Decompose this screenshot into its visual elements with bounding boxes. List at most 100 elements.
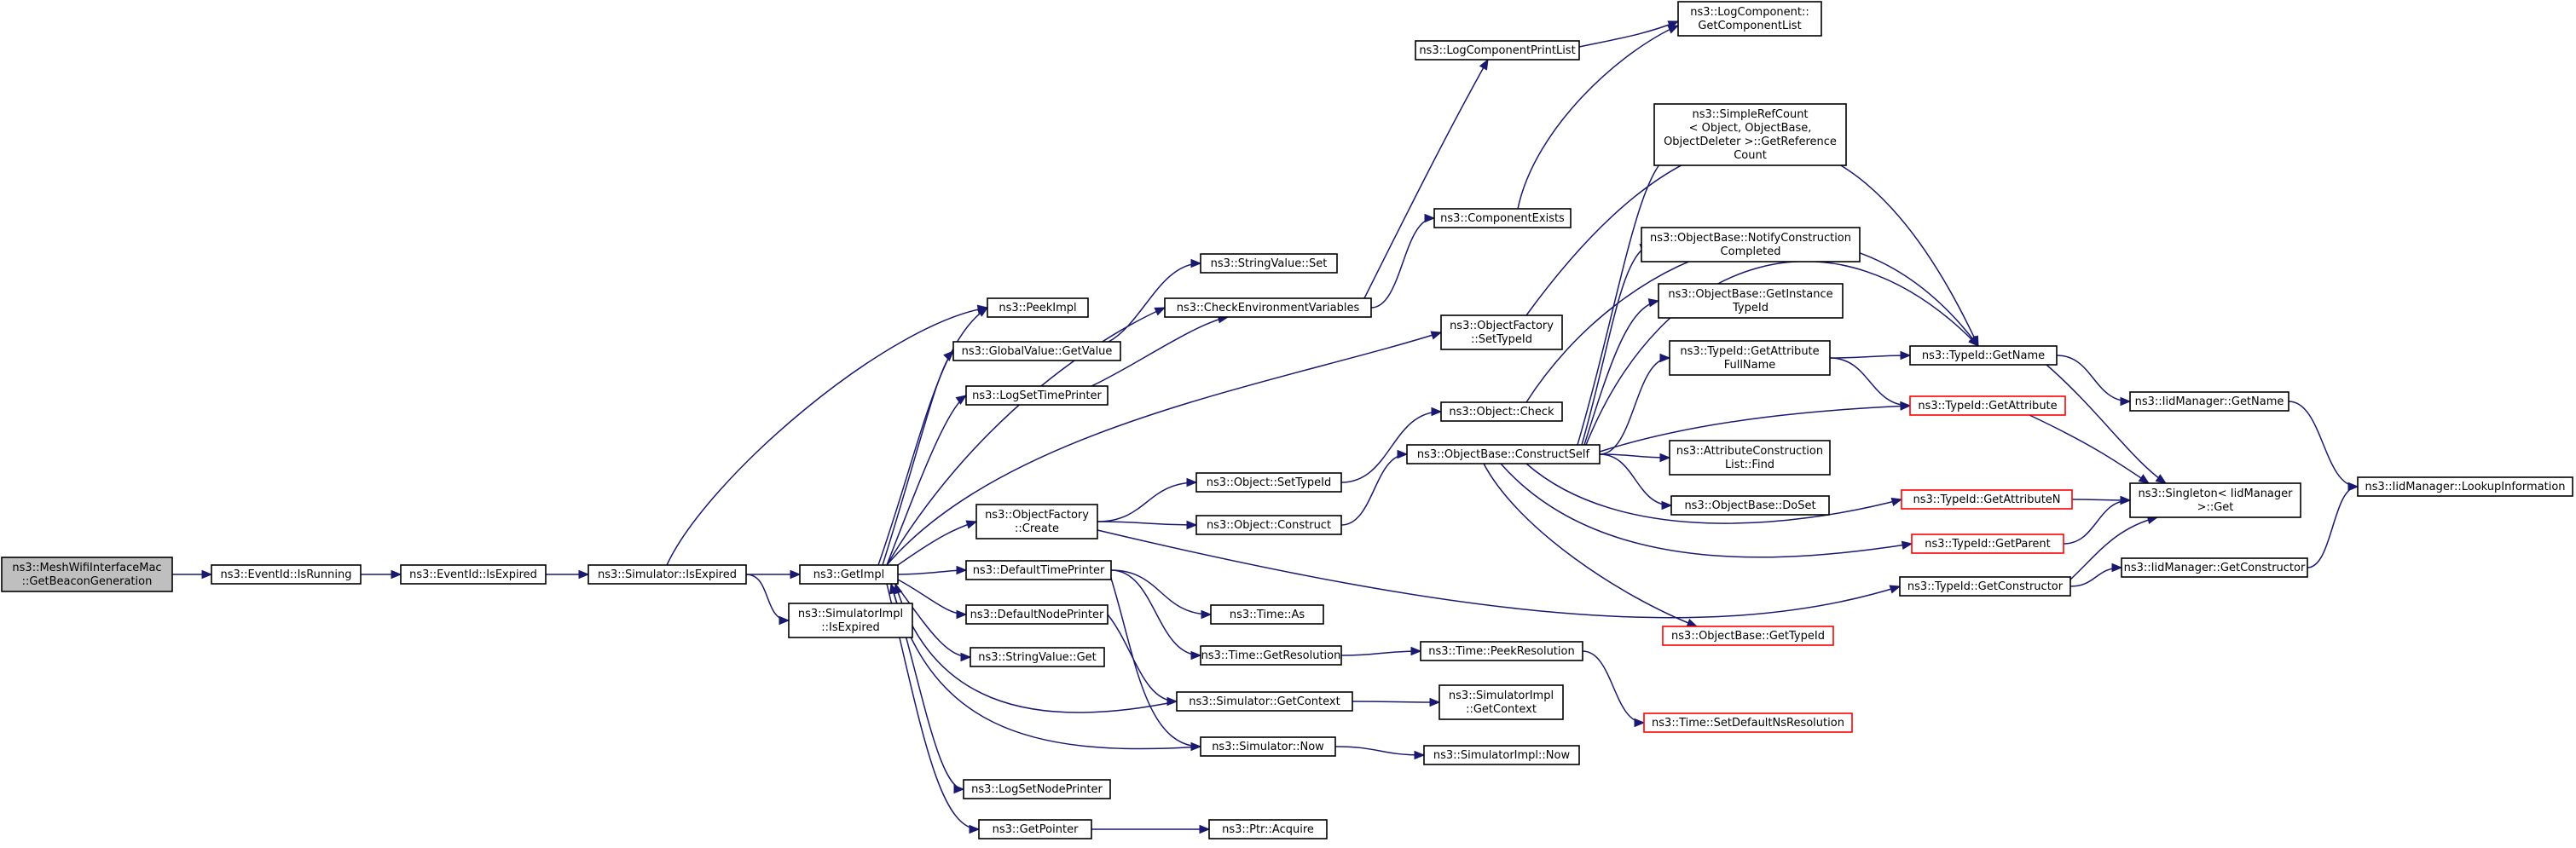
- node-globalvalue_getvalue[interactable]: ns3::GlobalValue::GetValue: [952, 341, 1121, 361]
- node-logsetnodeprinter[interactable]: ns3::LogSetNodePrinter: [963, 779, 1111, 799]
- edge-objectfactory_create-to-object_construct-arrowhead: [1186, 520, 1198, 530]
- node-box: [1195, 515, 1342, 535]
- node-label: ::SetTypeId: [1471, 333, 1532, 346]
- node-componentexists[interactable]: ns3::ComponentExists: [1433, 208, 1572, 228]
- node-object_construct[interactable]: ns3::Object::Construct: [1195, 515, 1342, 535]
- node-stringvalue_set[interactable]: ns3::StringValue::Set: [1200, 253, 1338, 274]
- node-label: ObjectDeleter >::GetReference: [1664, 136, 1837, 148]
- node-typeid_getattribute[interactable]: ns3::TypeId::GetAttribute: [1909, 395, 2066, 416]
- node-objectfactory_settypeid[interactable]: ns3::ObjectFactory::SetTypeId: [1440, 314, 1563, 350]
- node-time_getresolution[interactable]: ns3::Time::GetResolution: [1200, 645, 1342, 666]
- node-ptr_acquire[interactable]: ns3::Ptr::Acquire: [1208, 819, 1328, 839]
- node-box: [1415, 40, 1580, 61]
- node-logsettimeprinter[interactable]: ns3::LogSetTimePrinter: [965, 385, 1109, 406]
- node-root[interactable]: ns3::MeshWifiInterfaceMac::GetBeaconGene…: [1, 557, 173, 592]
- node-defaultnodeprinter[interactable]: ns3::DefaultNodePrinter: [965, 604, 1109, 625]
- node-simplerefcount[interactable]: ns3::SimpleRefCount< Object, ObjectBase,…: [1653, 103, 1847, 166]
- node-objectbase_constructself[interactable]: ns3::ObjectBase::ConstructSelf: [1406, 444, 1601, 464]
- node-box: [2129, 391, 2289, 412]
- node-label: ns3::CheckEnvironmentVariables: [1177, 302, 1360, 314]
- node-typeid_getname[interactable]: ns3::TypeId::GetName: [1909, 345, 2058, 366]
- node-box: [1208, 819, 1328, 839]
- node-label: ns3::LogSetNodePrinter: [971, 783, 1103, 796]
- node-label: ns3::GlobalValue::GetValue: [962, 345, 1113, 358]
- node-box: [1440, 401, 1563, 422]
- node-iidmanager_lookupinformation[interactable]: ns3::IidManager::LookupInformation: [2357, 476, 2573, 497]
- edge-objectbase_constructself-to-typeid_getparent-arrowhead: [1901, 540, 1913, 550]
- node-stringvalue_get[interactable]: ns3::StringValue::Get: [970, 647, 1105, 667]
- node-simimpl_isexpired[interactable]: ns3::SimulatorImpl::IsExpired: [788, 603, 913, 638]
- node-label: ns3::ObjectBase::NotifyConstruction: [1650, 232, 1851, 245]
- edge-objectbase_constructself-to-simplerefcount: [1577, 153, 1672, 446]
- node-typeid_getconstructor[interactable]: ns3::TypeId::GetConstructor: [1899, 576, 2071, 597]
- node-box: [1433, 208, 1572, 228]
- node-box: [1210, 604, 1324, 625]
- node-singleton_get[interactable]: ns3::Singleton< IidManager>::Get: [2129, 482, 2301, 518]
- edge-objectbase_constructself-to-typeid_getparent: [1500, 463, 1913, 558]
- node-box: [1653, 103, 1847, 166]
- node-label: ns3::SimulatorImpl::Now: [1433, 749, 1571, 762]
- edge-time_peekresolution-to-time_setdefaultnsresolution: [1582, 650, 1645, 724]
- edge-getimpl-to-defaulttimeprinter-arrowhead: [956, 565, 968, 575]
- node-logcomponent_getcomponentlist[interactable]: ns3::LogComponent::GetComponentList: [1677, 1, 1822, 37]
- node-objectfactory_create[interactable]: ns3::ObjectFactory::Create: [975, 504, 1098, 539]
- node-label: ns3::DefaultTimePrinter: [973, 564, 1105, 577]
- node-iidmanager_getconstructor[interactable]: ns3::IidManager::GetConstructor: [2121, 557, 2308, 578]
- node-typeid_getparent[interactable]: ns3::TypeId::GetParent: [1911, 534, 2064, 554]
- node-simulator_isexpired[interactable]: ns3::Simulator::IsExpired: [588, 564, 747, 585]
- node-object_check[interactable]: ns3::Object::Check: [1440, 401, 1563, 422]
- node-box: [1658, 283, 1844, 319]
- node-label: ns3::Time::PeekResolution: [1428, 645, 1574, 658]
- node-box: [1, 557, 173, 592]
- node-label: ns3::StringValue::Get: [978, 651, 1096, 664]
- edge-checkenvvars-to-componentexists-arrowhead: [1424, 213, 1436, 223]
- node-label: ns3::ObjectFactory: [1450, 320, 1554, 332]
- node-object_settypeid[interactable]: ns3::Object::SetTypeId: [1195, 472, 1342, 493]
- node-label: ns3::Time::SetDefaultNsResolution: [1652, 717, 1844, 730]
- node-simulator_getcontext[interactable]: ns3::Simulator::GetContext: [1176, 691, 1353, 712]
- node-eventid_isrunning[interactable]: ns3::EventId::IsRunning: [211, 564, 362, 585]
- edge-typeid_getconstructor-to-iidmanager_getconstructor-arrowhead: [2111, 562, 2123, 573]
- node-objectbase_doset[interactable]: ns3::ObjectBase::DoSet: [1670, 495, 1830, 516]
- edge-objectbase_constructself-to-typeid_getattributefullname: [1599, 357, 1670, 455]
- node-logcomponentprintlist[interactable]: ns3::LogComponentPrintList: [1415, 40, 1580, 61]
- edge-simulator_isexpired-to-getimpl-arrowhead: [790, 569, 802, 580]
- node-iidmanager_getname[interactable]: ns3::IidManager::GetName: [2129, 391, 2289, 412]
- node-box: [788, 603, 913, 638]
- node-simimpl_getcontext[interactable]: ns3::SimulatorImpl::GetContext: [1439, 684, 1564, 720]
- node-eventid_isexpired[interactable]: ns3::EventId::IsExpired: [400, 564, 547, 585]
- edge-iidmanager_getconstructor-to-iidmanager_lookupinformation-arrowhead: [2347, 482, 2359, 492]
- node-label: Count: [1734, 149, 1767, 162]
- node-box: [1423, 745, 1580, 765]
- node-time_setdefaultnsresolution[interactable]: ns3::Time::SetDefaultNsResolution: [1643, 712, 1853, 733]
- node-box: [1899, 576, 2071, 597]
- edge-componentexists-to-logcomponent_getcomponentlist: [1517, 25, 1679, 210]
- node-label: ns3::Time::GetResolution: [1201, 649, 1341, 662]
- node-simimpl_now[interactable]: ns3::SimulatorImpl::Now: [1423, 745, 1580, 765]
- node-defaulttimeprinter[interactable]: ns3::DefaultTimePrinter: [965, 560, 1112, 580]
- edge-objectfactory_create-to-object_settypeid: [1097, 482, 1197, 522]
- node-checkenvvars[interactable]: ns3::CheckEnvironmentVariables: [1164, 297, 1372, 318]
- edge-getimpl-to-checkenvvars-arrowhead: [1154, 307, 1166, 316]
- node-label: ns3::SimulatorImpl: [1449, 689, 1554, 702]
- node-notifyconstructioncompleted[interactable]: ns3::ObjectBase::NotifyConstructionCompl…: [1641, 227, 1861, 262]
- edge-globalvalue_getvalue-to-stringvalue_set: [1108, 262, 1201, 343]
- node-typeid_getattributen[interactable]: ns3::TypeId::GetAttributeN: [1901, 489, 2073, 510]
- node-getimpl[interactable]: ns3::GetImpl: [799, 564, 899, 585]
- node-label: GetComponentList: [1698, 20, 1801, 32]
- edge-objectbase_constructself-to-typeid_getname: [1585, 261, 1979, 446]
- node-time_as[interactable]: ns3::Time::As: [1210, 604, 1324, 625]
- node-getpointer[interactable]: ns3::GetPointer: [978, 819, 1092, 839]
- edge-iidmanager_getname-to-iidmanager_lookupinformation: [2288, 401, 2359, 487]
- node-objectbase_gettypeid[interactable]: ns3::ObjectBase::GetTypeId: [1662, 626, 1834, 646]
- node-simulator_now[interactable]: ns3::Simulator::Now: [1200, 736, 1336, 757]
- edge-object_check-to-typeid_getname: [1525, 239, 1979, 403]
- node-time_peekresolution[interactable]: ns3::Time::PeekResolution: [1420, 641, 1583, 661]
- node-peekimpl[interactable]: ns3::PeekImpl: [987, 297, 1089, 318]
- edge-typeid_getattributefullname-to-typeid_getattribute: [1829, 357, 1911, 407]
- node-box: [2357, 476, 2573, 497]
